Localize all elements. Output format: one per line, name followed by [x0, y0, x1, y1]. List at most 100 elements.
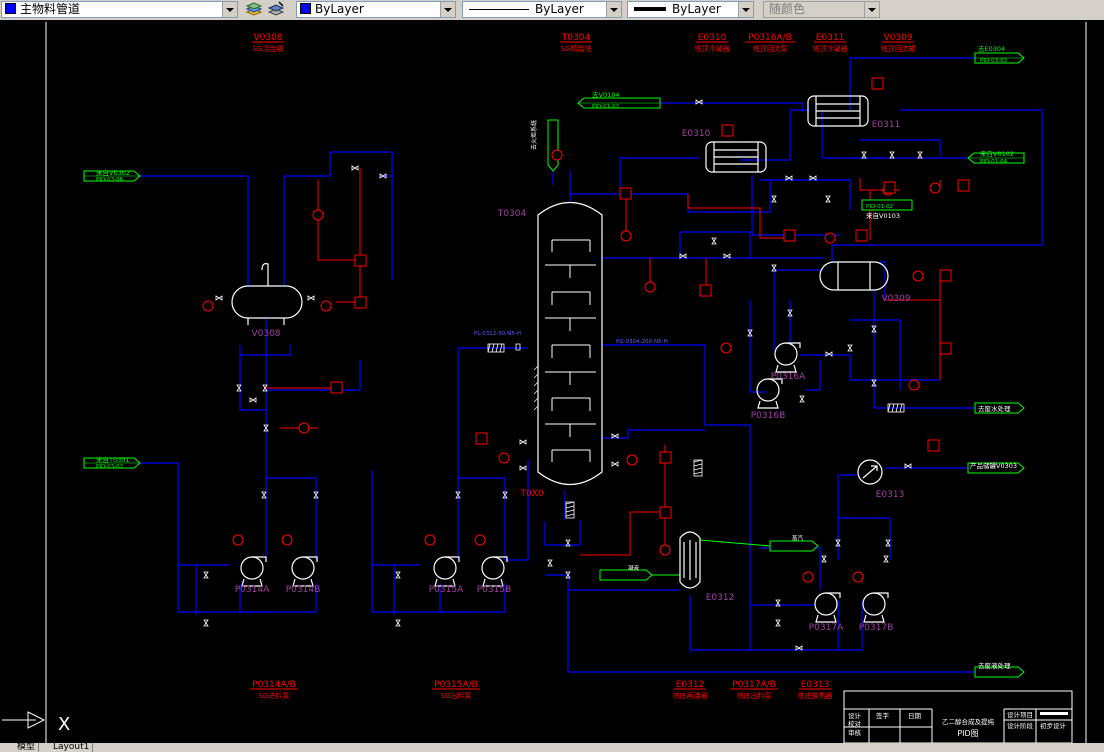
chevron-down-icon — [864, 2, 879, 17]
label-p0314-tag: P0314A/B — [252, 680, 296, 690]
pump-p0315a[interactable] — [433, 556, 460, 587]
label-p0315-desc: SG出料泵 — [441, 691, 472, 700]
connector-title: 来自V0302 — [96, 168, 130, 177]
connector-from-v0302[interactable]: 来自V0302 PID-03-06 — [83, 168, 141, 183]
line-tag-reflux: PG-0304-200-N5-H — [616, 339, 668, 345]
title-block — [843, 690, 1073, 743]
tb-stage: 设计阶段 — [1007, 721, 1034, 730]
exchanger-e0310[interactable] — [705, 141, 767, 173]
process-pipes — [140, 57, 1043, 673]
exchanger-e0313[interactable] — [857, 459, 883, 485]
connector-to-v0104[interactable]: 去V0104 PID-01-02 — [577, 90, 661, 110]
tag-e0310: E0310 — [682, 129, 711, 139]
label-e0310-desc: 塔顶冷凝器 — [695, 44, 730, 53]
exchanger-e0311[interactable] — [807, 95, 869, 127]
tab-model[interactable]: 模型 — [14, 743, 40, 752]
column-t0304[interactable] — [533, 202, 603, 485]
connector-from-t0301[interactable]: 来自T0301 PID-03-02 — [83, 455, 141, 470]
pump-p0315b[interactable] — [481, 556, 508, 587]
connector-ref: PID-03-06 — [96, 177, 124, 183]
tag-v0309: V0309 — [881, 294, 910, 304]
label-t0304-desc: SG精馏塔 — [561, 44, 592, 53]
instruments[interactable] — [202, 149, 941, 583]
reboiler-e0312[interactable] — [679, 531, 701, 589]
tag-p0314a: P0314A — [235, 585, 270, 595]
connector-title: 去废液处理 — [978, 661, 1011, 670]
label-p0317-tag: P0317A/B — [732, 680, 776, 690]
drawing-canvas[interactable]: V0308 SG混合罐 T0304 SG精馏塔 E0310 塔顶冷凝器 P031… — [0, 20, 1104, 743]
label-e0312-desc: 塔底再沸器 — [673, 691, 708, 700]
connector-title: 来自V0102 — [980, 149, 1014, 158]
tb-project: 设计项目 — [1007, 710, 1033, 719]
ucs-x-label: X — [58, 714, 70, 735]
layer-previous-icon[interactable] — [245, 1, 263, 18]
plotstyle-value: 随颜色 — [769, 2, 806, 16]
tag-p0316b: P0316B — [751, 411, 786, 421]
label-p0316-tag: P0316A/B — [748, 33, 792, 43]
label-p0316-desc: 塔顶回流泵 — [753, 44, 788, 53]
chevron-down-icon[interactable] — [606, 2, 621, 17]
layer-color-swatch — [5, 3, 16, 14]
connector-ref: PID-03-03 — [980, 58, 1008, 64]
tag-p0314b: P0314B — [286, 585, 321, 595]
connector-to-e0304[interactable]: 去E0304 PID-03-03 — [974, 44, 1025, 64]
connector-waste-water[interactable]: 去废水处理 — [974, 402, 1025, 414]
label-t0304-tag: T0304 — [561, 33, 591, 43]
connector-title: 去废水处理 — [978, 404, 1011, 413]
label-e0312-tag: E0312 — [676, 680, 705, 690]
connector-ref: PID-01-02 — [592, 104, 619, 110]
lineweight-dropdown[interactable]: ByLayer — [627, 1, 754, 18]
tab-layout1[interactable]: Layout1 — [50, 743, 94, 752]
tag-e0313: E0313 — [876, 490, 905, 500]
flow-meters — [487, 343, 905, 519]
connector-from-v0103[interactable]: PID-01-02 来自V0103 — [861, 199, 913, 220]
linetype-preview — [469, 9, 529, 10]
tag-p0317a: P0317A — [809, 623, 844, 633]
properties-toolbar: 主物料管道 ByLayer ByLayer ByLayer 随颜色 — [0, 0, 1104, 21]
color-dropdown[interactable]: ByLayer — [296, 1, 456, 18]
linetype-dropdown[interactable]: ByLayer — [462, 1, 622, 18]
tag-p0317b: P0317B — [859, 623, 894, 633]
label-e0311-desc: 塔顶冷凝器 — [813, 44, 848, 53]
label-v0309-tag: V0309 — [883, 33, 912, 43]
connector-ref: PID-01-02 — [866, 204, 893, 210]
color-swatch — [300, 3, 311, 14]
connector-from-v0102[interactable]: 来自V0102 PID-01-04 — [967, 149, 1025, 165]
tag-t0304: T0304 — [497, 209, 527, 219]
chevron-down-icon[interactable] — [738, 2, 753, 17]
plotstyle-dropdown: 随颜色 — [763, 1, 880, 18]
label-v0308-tag: V0308 — [253, 33, 282, 43]
pump-p0314b[interactable] — [291, 556, 318, 587]
tag-p0315b: P0315B — [477, 585, 512, 595]
connector-title: 来自T0301 — [96, 455, 130, 464]
pump-p0317b[interactable] — [862, 592, 889, 623]
lineweight-preview — [634, 7, 666, 11]
manual-valves[interactable] — [203, 99, 923, 651]
chevron-down-icon[interactable] — [222, 2, 237, 17]
tb-design: 设计 — [848, 711, 862, 720]
chevron-down-icon[interactable] — [440, 2, 455, 17]
tb-check: 校对 — [848, 719, 862, 728]
tag-p0315a: P0315A — [429, 585, 464, 595]
label-v0308-desc: SG混合罐 — [253, 44, 284, 53]
connector-product[interactable]: 产品储罐V0303 — [967, 461, 1025, 474]
layer-manager-icon[interactable] — [267, 1, 285, 18]
ucs-icon — [2, 711, 46, 729]
line-tag-feed: PL-0312-50-N5-H — [474, 331, 521, 337]
label-e0311-tag: E0311 — [816, 33, 845, 43]
control-valves[interactable] — [330, 77, 970, 519]
connector-title: 去V0104 — [592, 90, 620, 99]
pump-p0314a[interactable] — [240, 556, 267, 587]
label-p0317-desc: 塔底出料泵 — [737, 691, 772, 700]
connector-title: 去火炬系统 — [530, 120, 538, 150]
layer-dropdown[interactable]: 主物料管道 — [1, 1, 238, 18]
label-p0314-desc: SG进料泵 — [259, 691, 290, 700]
connector-waste-liquid[interactable]: 去废液处理 — [974, 661, 1025, 678]
connector-steam[interactable]: 蒸汽 — [769, 534, 819, 552]
pump-p0316b[interactable] — [756, 378, 783, 409]
vessel-v0309[interactable] — [819, 261, 889, 291]
pump-p0317a[interactable] — [814, 592, 841, 623]
connector-condensate[interactable]: 凝液 — [599, 564, 653, 581]
pump-p0316a[interactable] — [774, 342, 801, 373]
vessel-v0308[interactable] — [231, 263, 303, 325]
